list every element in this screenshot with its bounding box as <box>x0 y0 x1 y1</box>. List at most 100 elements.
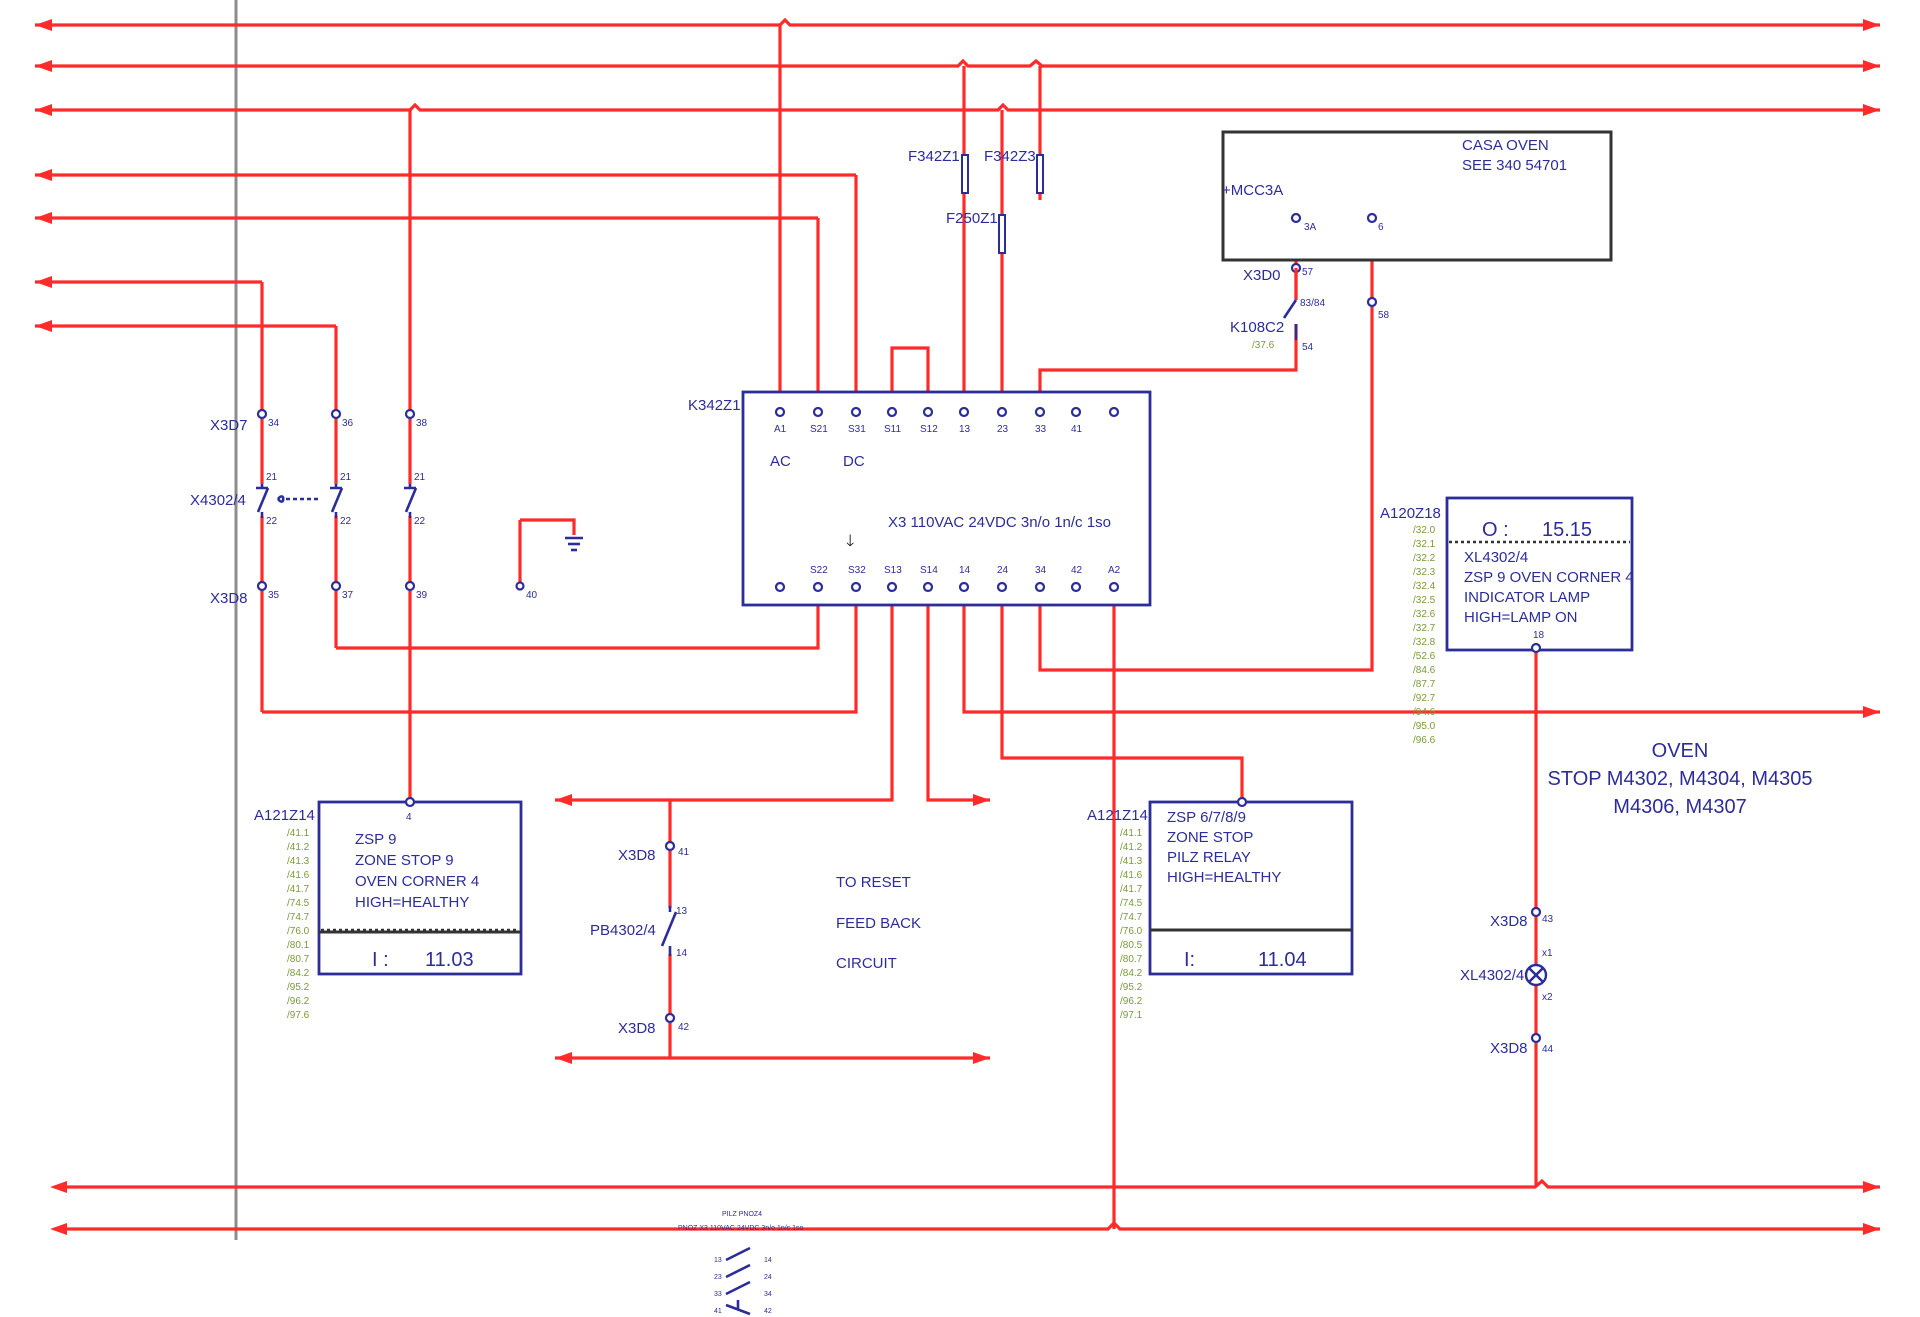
fuse-label: F342Z3 <box>984 148 1036 165</box>
terminal <box>664 1012 676 1024</box>
fuse-label: F250Z1 <box>946 210 998 227</box>
svg-text:/84.2: /84.2 <box>287 968 310 979</box>
terminal <box>1530 906 1542 918</box>
reset-note: FEED BACK <box>836 915 921 932</box>
svg-text:/95.2: /95.2 <box>287 982 310 993</box>
oven-title: OVEN <box>1652 740 1709 762</box>
svg-text:/97.6: /97.6 <box>287 1010 310 1021</box>
svg-text:/41.1: /41.1 <box>287 828 310 839</box>
ground-icon <box>565 536 583 552</box>
svg-text:24: 24 <box>764 1274 772 1281</box>
svg-text:/74.7: /74.7 <box>287 912 310 923</box>
svg-text:/74.5: /74.5 <box>1120 898 1143 909</box>
relay-K342Z1-box <box>741 390 1152 607</box>
svg-text:/41.7: /41.7 <box>1120 884 1143 895</box>
svg-text:/80.5: /80.5 <box>1120 940 1143 951</box>
a121-left-box <box>317 800 523 976</box>
module-tag: A121Z14 <box>254 807 315 824</box>
svg-text:/32.5: /32.5 <box>1413 595 1436 606</box>
terminal-strip-label: X3D0 <box>1243 267 1281 284</box>
a121-right-box <box>1148 800 1354 976</box>
pin-label: 21 <box>340 472 352 483</box>
relay-pin-label: S13 <box>884 565 902 576</box>
relay-pin-label: A2 <box>1108 565 1121 576</box>
svg-text:/80.1: /80.1 <box>287 940 310 951</box>
relay-bottom-pins <box>774 581 1120 593</box>
pin-label: 3A <box>1304 222 1317 233</box>
lamp-tag: XL4302/4 <box>1460 967 1524 984</box>
left-terminals <box>256 408 416 592</box>
a120-box <box>1445 496 1634 652</box>
terminal-strip-label: X3D8 <box>1490 913 1528 930</box>
pin-label: 35 <box>268 590 280 601</box>
pin-label: 44 <box>1542 1044 1554 1055</box>
pushbutton-tag: PB4302/4 <box>590 922 656 939</box>
svg-text:/95.0: /95.0 <box>1413 721 1436 732</box>
svg-text:/87.7: /87.7 <box>1413 679 1436 690</box>
terminal-strip-label: X3D8 <box>618 1020 656 1037</box>
input-label: I: <box>1184 949 1195 971</box>
pin-label: 38 <box>416 418 428 429</box>
pin-label: 18 <box>1533 630 1545 641</box>
a120-refs: /32.0 /32.1 /32.2 /32.3 /32.4 /32.5 /32.… <box>1413 525 1436 746</box>
contact-switch-icon <box>1282 299 1298 340</box>
module-tag: A121Z14 <box>1087 807 1148 824</box>
a121-line: HIGH=HEALTHY <box>355 894 469 911</box>
svg-text:/32.1: /32.1 <box>1413 539 1436 550</box>
svg-text:/84.6: /84.6 <box>1413 665 1436 676</box>
a121b-line: ZSP 6/7/8/9 <box>1167 809 1246 826</box>
casa-ref: SEE 340 54701 <box>1462 157 1567 174</box>
down-arrow-icon: 🡓 <box>846 531 854 550</box>
pin-label: 37 <box>342 590 354 601</box>
pin-label: 43 <box>1542 914 1554 925</box>
a121-line: OVEN CORNER 4 <box>355 873 479 890</box>
relay-pin-label: 42 <box>1071 565 1083 576</box>
relay-top-pins <box>774 406 1120 418</box>
svg-text:/41.3: /41.3 <box>1120 856 1143 867</box>
svg-text:/84.2: /84.2 <box>1120 968 1143 979</box>
relay-pin-label: S21 <box>810 424 828 435</box>
reset-note: CIRCUIT <box>836 955 897 972</box>
terminal <box>1530 642 1542 654</box>
nc-contact-icons <box>255 484 419 518</box>
relay-pin-label: 24 <box>997 565 1009 576</box>
svg-text:/41.6: /41.6 <box>1120 870 1143 881</box>
input-value: 11.04 <box>1258 949 1307 971</box>
mcc-label: +MCC3A <box>1222 182 1283 199</box>
terminal <box>1530 1032 1542 1044</box>
pin-label: 41 <box>678 847 690 858</box>
legend-subtitle: PNOZ X3 110VAC 24VDC 3n/o 1n/c 1so <box>678 1225 804 1232</box>
relay-pin-label: A1 <box>774 424 787 435</box>
a121a-refs: /41.1 /41.2 /41.3 /41.6 /41.7 /74.5 /74.… <box>287 828 310 1021</box>
input-value: 11.03 <box>425 949 474 971</box>
svg-text:/32.0: /32.0 <box>1413 525 1436 536</box>
contact-legend: PILZ PNOZ4 PNOZ X3 110VAC 24VDC 3n/o 1n/… <box>678 1211 804 1316</box>
pin-label: 57 <box>1302 267 1314 278</box>
svg-text:23: 23 <box>714 1274 722 1281</box>
pin-label: x2 <box>1542 992 1553 1003</box>
a121b-refs: /41.1 /41.2 /41.3 /41.6 /41.7 /74.5 /74.… <box>1120 828 1143 1021</box>
terminal <box>1236 796 1248 808</box>
relay-tag: K342Z1 <box>688 397 741 414</box>
relay-pin-label: S12 <box>920 424 938 435</box>
pin-label: 54 <box>1302 342 1314 353</box>
terminal-strip-label: X3D8 <box>1490 1040 1528 1057</box>
a121-line: ZSP 9 <box>355 831 396 848</box>
svg-text:/76.0: /76.0 <box>287 926 310 937</box>
pin-label: 4 <box>406 812 412 823</box>
relay-pin-label: 23 <box>997 424 1009 435</box>
relay-description: X3 110VAC 24VDC 3n/o 1n/c 1so <box>888 514 1111 531</box>
terminal-strip-label: X3D7 <box>210 417 248 434</box>
svg-text:14: 14 <box>764 1257 772 1264</box>
svg-text:42: 42 <box>764 1308 772 1315</box>
pin-label: 36 <box>342 418 354 429</box>
svg-text:/32.7: /32.7 <box>1413 623 1436 634</box>
a120-line: INDICATOR LAMP <box>1464 589 1590 606</box>
pin-label: 83/84 <box>1300 298 1325 309</box>
svg-text:/94.6: /94.6 <box>1413 707 1436 718</box>
switch-tag: X4302/4 <box>190 492 246 509</box>
a121b-line: PILZ RELAY <box>1167 849 1251 866</box>
pin-label: 42 <box>678 1022 690 1033</box>
contact-tag: K108C2 <box>1230 319 1284 336</box>
